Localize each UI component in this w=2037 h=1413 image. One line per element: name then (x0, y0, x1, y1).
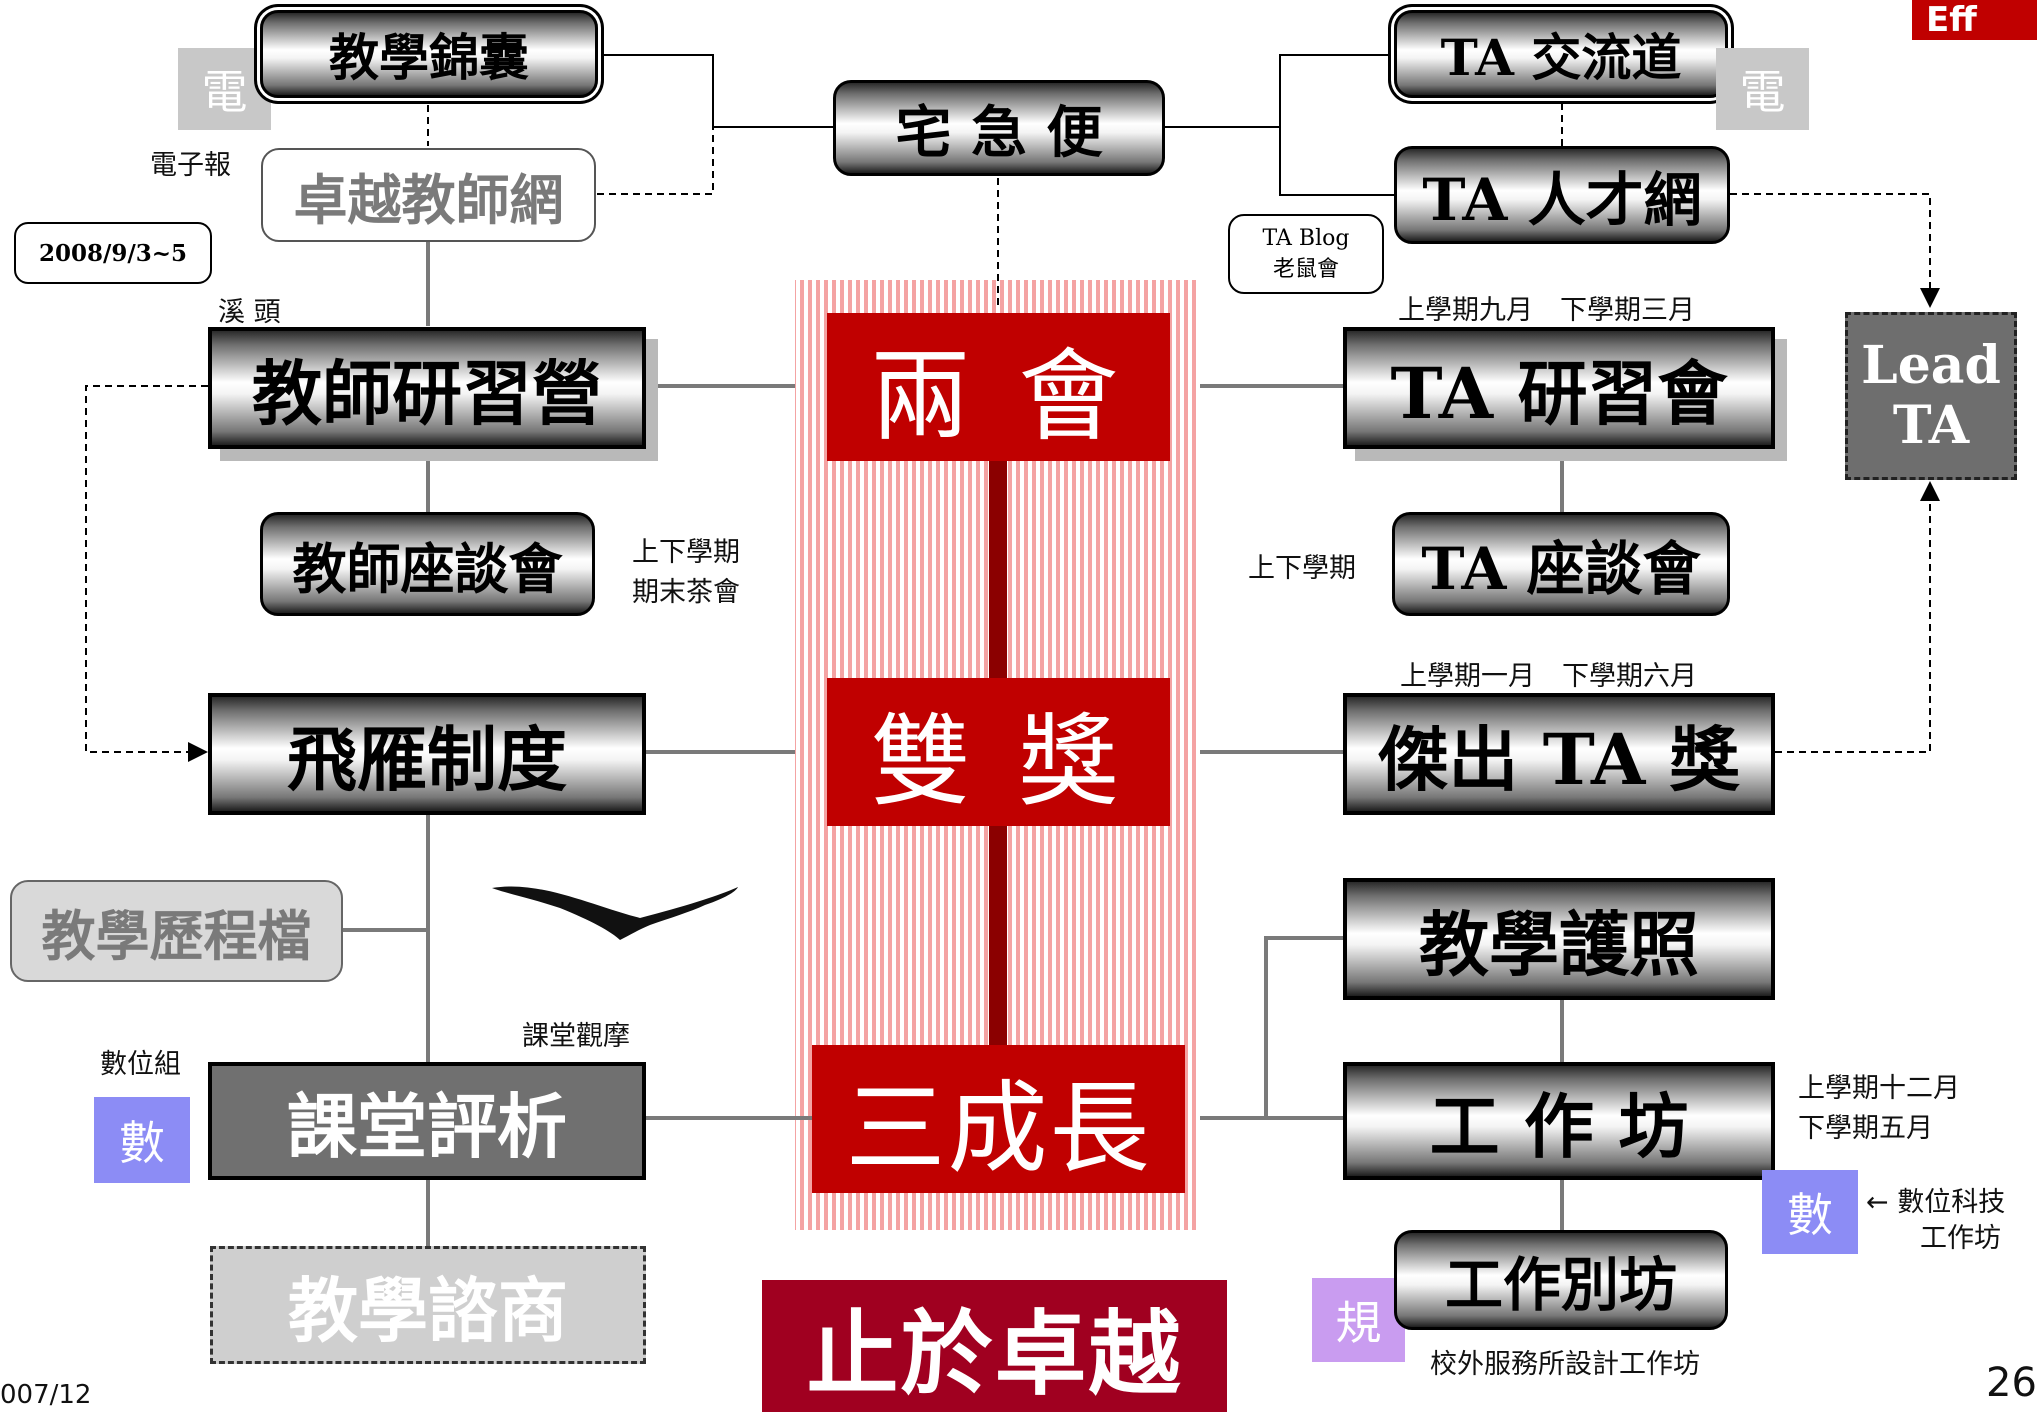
ta-award-box[interactable]: 傑出 TA 獎 (1343, 693, 1775, 815)
digital-tag-left: 數 (94, 1097, 190, 1183)
ta-forum-schedule: 上下學期 (1248, 553, 1356, 584)
digital-workshop-label-1: ← 數位科技 (1866, 1187, 2006, 1218)
delivery-box[interactable]: 宅 急 便 (833, 80, 1165, 176)
lead-ta-box[interactable]: Lead TA (1845, 312, 2017, 480)
ta-blog-callout-line-2: 老鼠會 (1272, 256, 1339, 282)
portfolio-box[interactable]: 教學歷程檔 (10, 880, 343, 982)
corner-logo: Eff (1912, 0, 2037, 40)
ta-forum-box[interactable]: TA 座談會 (1392, 512, 1730, 616)
teacher-camp-box[interactable]: 教師研習營 (208, 327, 646, 449)
workshop-note-2: 下學期五月 (1798, 1113, 1933, 1144)
ta-award-schedule: 上學期一月 下學期六月 (1400, 661, 1697, 692)
page-number: 26 (1986, 1360, 2037, 1406)
consultation-box[interactable]: 教學諮商 (210, 1246, 646, 1364)
two-meetings-block[interactable]: 兩 會 (827, 313, 1170, 461)
rule-tag: 規 (1312, 1278, 1405, 1362)
teaching-kit-box[interactable]: 教學錦囊 (260, 10, 598, 98)
double-awards-block[interactable]: 雙 獎 (827, 678, 1170, 826)
classroom-analysis-box[interactable]: 課堂評析 (208, 1062, 646, 1180)
forum-note-2: 期末茶會 (632, 577, 740, 608)
ta-camp-box[interactable]: TA 研習會 (1343, 327, 1775, 449)
forum-note-1: 上下學期 (632, 537, 740, 568)
ta-camp-schedule: 上學期九月 下學期三月 (1398, 295, 1695, 326)
excellence-net-box[interactable]: 卓越教師網 (261, 148, 596, 242)
special-workshop-note: 校外服務所設計工作坊 (1430, 1349, 1700, 1380)
three-growth-block[interactable]: 三成長 (812, 1045, 1185, 1193)
workshop-box[interactable]: 工 作 坊 (1343, 1062, 1775, 1180)
special-workshop-box[interactable]: 工作別坊 (1394, 1230, 1728, 1330)
newsletter-tag-left: 電 (178, 48, 271, 130)
newsletter-tag-right: 電 (1716, 48, 1809, 130)
workshop-note-1: 上學期十二月 (1798, 1073, 1960, 1104)
digital-workshop-label-2: 工作坊 (1920, 1223, 2001, 1254)
ta-forum-road-box[interactable]: TA 交流道 (1394, 10, 1728, 98)
digital-tag-right: 數 (1762, 1170, 1858, 1254)
lead-ta-line-2: TA (1892, 395, 1970, 456)
ta-blog-callout-line-1: TA Blog (1262, 225, 1350, 251)
observation-label: 課堂觀摩 (522, 1021, 630, 1052)
teacher-forum-box[interactable]: 教師座談會 (260, 512, 595, 616)
teaching-license-box[interactable]: 教學護照 (1343, 878, 1775, 1000)
ta-blog-callout: TA Blog 老鼠會 (1228, 214, 1384, 294)
camp-date-callout: 2008/9/3~5 (14, 222, 212, 284)
newsletter-label: 電子報 (150, 150, 231, 181)
flying-geese-box[interactable]: 飛雁制度 (208, 693, 646, 815)
lead-ta-line-1: Lead (1861, 335, 2001, 397)
camp-location: 溪 頭 (218, 297, 281, 328)
slide-date: 007/12 (0, 1380, 92, 1410)
motto-block: 止於卓越 (762, 1280, 1227, 1412)
ta-net-box[interactable]: TA 人才網 (1394, 146, 1730, 244)
bird-silhouette (492, 886, 738, 940)
digital-group-label: 數位組 (100, 1049, 181, 1080)
